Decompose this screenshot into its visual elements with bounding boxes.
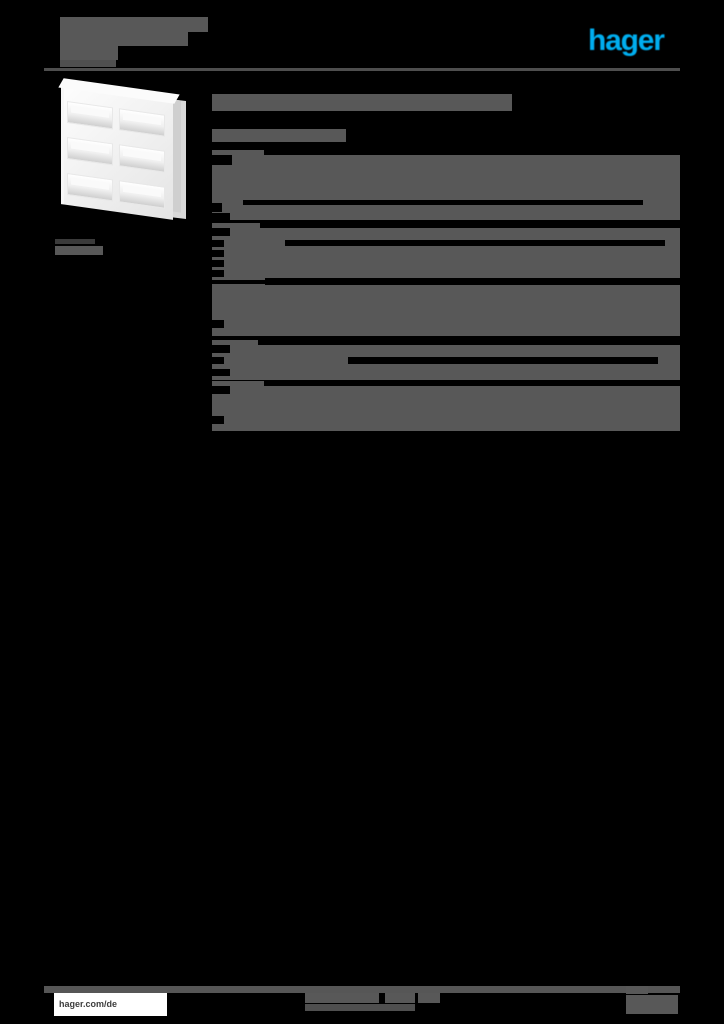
spec-label-gap xyxy=(212,228,230,236)
header-divider xyxy=(44,68,680,71)
spec-section xyxy=(212,284,680,336)
footer-center-text xyxy=(305,993,379,1003)
footer-page-marker xyxy=(626,986,648,994)
spec-label-gap xyxy=(212,240,224,247)
page-title xyxy=(212,94,512,111)
spec-value-gap xyxy=(265,278,680,285)
footer-center-subtext xyxy=(305,1004,415,1011)
spec-label-gap xyxy=(212,320,224,328)
spec-label-gap xyxy=(212,260,224,267)
spec-section xyxy=(212,155,680,220)
page-header: hager xyxy=(0,0,724,80)
figure-caption-line-2 xyxy=(55,246,103,255)
figure-caption-line-1 xyxy=(55,239,95,244)
document-meta-line xyxy=(60,60,116,67)
page-subtitle xyxy=(212,129,346,142)
spec-label-gap xyxy=(212,270,224,277)
hager-logo-text: hager xyxy=(588,24,665,57)
module-lip xyxy=(71,141,109,154)
spec-label-gap xyxy=(212,155,232,165)
spec-section-heading xyxy=(212,150,264,156)
document-title-line-1 xyxy=(60,17,208,32)
document-title-line-3 xyxy=(60,46,118,60)
spec-label-gap xyxy=(212,250,224,257)
spec-label-gap xyxy=(212,345,230,353)
document-title-line-2 xyxy=(60,32,188,46)
spec-section-heading xyxy=(212,223,260,229)
spec-value-gap xyxy=(348,357,658,364)
footer-url-text: hager.com/de xyxy=(59,999,118,1009)
spec-label-gap xyxy=(212,369,230,376)
product-image xyxy=(53,78,193,226)
spec-value-gap xyxy=(243,200,643,205)
spec-value-gap xyxy=(285,240,665,246)
spec-label-gap xyxy=(212,416,224,424)
spec-label-gap xyxy=(212,386,230,394)
footer-center-text-2 xyxy=(385,993,415,1003)
spec-label-gap xyxy=(212,357,224,364)
spec-label-gap xyxy=(212,213,230,220)
spec-label-gap xyxy=(212,203,222,212)
spec-section-heading xyxy=(212,340,258,346)
spec-section-heading xyxy=(212,381,264,387)
footer-divider xyxy=(44,986,680,993)
module-lip xyxy=(71,105,109,118)
module-lip xyxy=(123,184,161,198)
hager-logo: hager xyxy=(588,26,680,56)
footer-center-text-3 xyxy=(418,993,440,1003)
module-lip xyxy=(123,148,161,162)
spec-section xyxy=(212,228,680,280)
module-lip xyxy=(71,177,109,190)
enclosure-side-face xyxy=(172,99,181,213)
footer-page-number xyxy=(626,995,678,1014)
footer-url-box[interactable]: hager.com/de xyxy=(54,993,167,1016)
spec-section xyxy=(212,386,680,431)
module-lip xyxy=(123,112,161,126)
